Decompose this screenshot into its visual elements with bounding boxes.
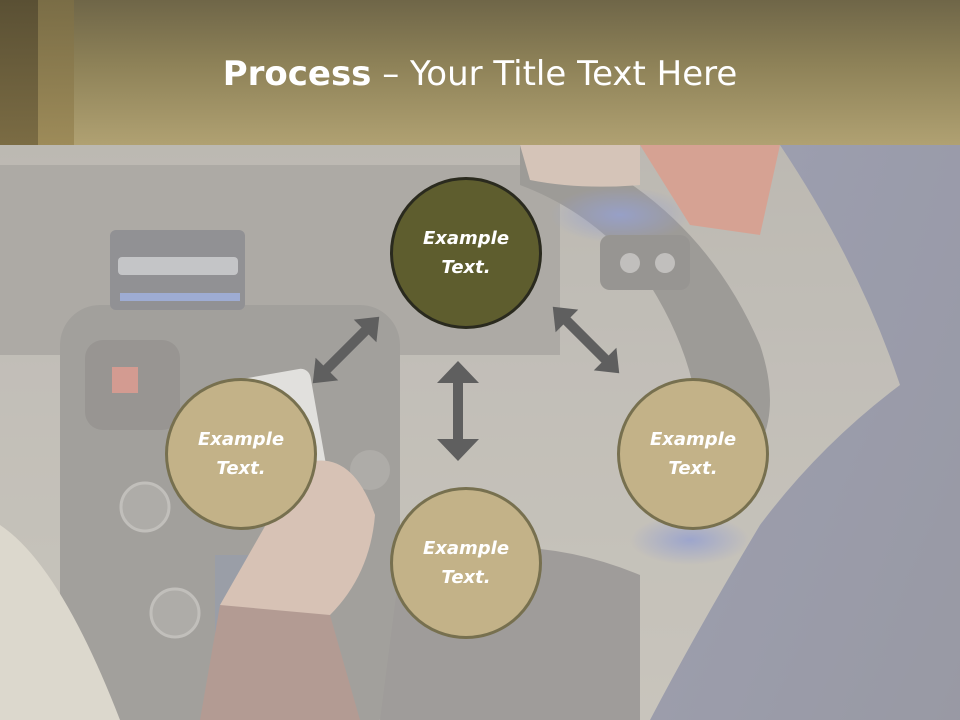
arrow-center-right xyxy=(552,306,620,374)
title-band: Process – Your Title Text Here xyxy=(0,0,960,145)
title-bold: Process xyxy=(222,54,372,94)
arrow-center-bottom xyxy=(437,361,479,461)
header-accent-strip-light xyxy=(38,0,74,145)
process-node-left[interactable]: Example Text. xyxy=(165,378,317,530)
slide-title: Process – Your Title Text Here xyxy=(0,54,960,94)
header-accent-strip xyxy=(0,0,38,145)
process-node-right[interactable]: Example Text. xyxy=(617,378,769,530)
node-bottom-text: Example Text. xyxy=(422,538,510,588)
title-rest: – Your Title Text Here xyxy=(371,54,738,94)
arrow-center-left xyxy=(312,316,380,384)
node-right-text: Example Text. xyxy=(649,429,737,479)
process-node-center[interactable]: Example Text. xyxy=(390,177,542,329)
process-node-bottom[interactable]: Example Text. xyxy=(390,487,542,639)
node-center-text: Example Text. xyxy=(422,228,510,278)
node-left-text: Example Text. xyxy=(197,429,285,479)
